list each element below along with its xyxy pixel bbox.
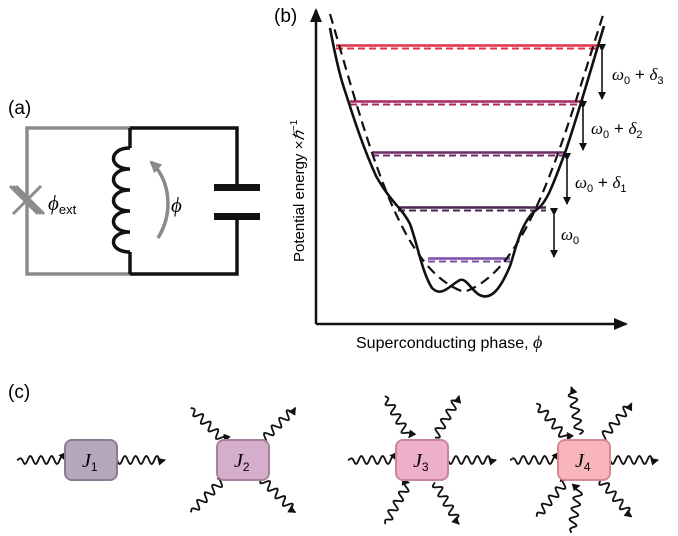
panel-b-potential: (b) Potential energy ×ℏ−1 Superconductin… — [274, 6, 664, 352]
outgoing-photon-icon — [116, 454, 166, 466]
outgoing-photon-icon — [609, 454, 659, 466]
node-box — [557, 439, 611, 481]
spacing-label-3: ω0 + δ3 — [612, 65, 664, 87]
node-box — [64, 439, 118, 481]
node-label: J4 — [575, 450, 591, 474]
node-label: J2 — [234, 450, 250, 474]
incoming-photon-icon — [384, 395, 417, 439]
incoming-photon-icon — [535, 474, 569, 518]
panel-a-circuit: (a) ϕext ϕ — [8, 98, 260, 276]
anharmonic-potential-curve — [328, 25, 606, 298]
josephson-junction-icon — [8, 184, 46, 216]
interaction-nodes: J1 J2 J3 J4 — [16, 386, 659, 534]
outgoing-photon-icon — [447, 454, 497, 466]
incoming-photon-icon — [189, 472, 226, 513]
outgoing-photon-icon — [567, 386, 585, 436]
node-j1: J1 — [16, 439, 166, 481]
y-axis-label: Potential energy ×ℏ−1 — [289, 119, 308, 262]
node-box — [216, 439, 270, 481]
outgoing-photon-icon — [434, 394, 462, 439]
incoming-photon-icon — [16, 451, 66, 466]
node-j2: J2 — [189, 406, 297, 514]
incoming-photon-icon — [509, 451, 559, 466]
energy-levels — [336, 44, 598, 263]
outgoing-photon-icon — [600, 402, 633, 442]
panel-b-label: (b) — [274, 6, 297, 27]
outgoing-photon-icon — [598, 479, 633, 518]
node-box — [395, 439, 449, 481]
spacing-label-0: ω0 — [561, 225, 579, 247]
spacing-arrows — [550, 44, 606, 258]
incoming-photon-icon — [347, 451, 397, 466]
incoming-photon-icon — [384, 477, 410, 525]
panel-c-label: (c) — [8, 382, 30, 403]
outgoing-photon-icon — [431, 481, 460, 525]
panel-a-label: (a) — [8, 98, 31, 119]
spacing-label-2: ω0 + δ2 — [591, 119, 643, 141]
phase-label: ϕ — [171, 193, 182, 217]
node-j3: J3 — [347, 394, 497, 525]
node-j4: J4 — [509, 386, 659, 534]
node-label: J3 — [413, 450, 429, 474]
capacitor-icon — [214, 184, 260, 220]
incoming-photon-icon — [535, 402, 575, 441]
incoming-photon-icon — [190, 406, 231, 443]
phase-arrow-icon — [149, 160, 170, 239]
inductor-icon — [111, 146, 131, 254]
panel-c-nodes: (c) J1 J2 J3 J4 — [8, 382, 659, 534]
spacing-labels: ω0 ω0 + δ1 ω0 + δ2 ω0 + δ3 — [561, 65, 664, 247]
lc-loop-wire — [128, 126, 239, 276]
outgoing-photon-icon — [259, 478, 297, 514]
flux-ext-label: ϕext — [48, 191, 77, 217]
spacing-label-1: ω0 + δ1 — [575, 173, 627, 195]
incoming-photon-icon — [568, 483, 583, 534]
node-label: J1 — [82, 450, 98, 474]
x-axis-label: Superconducting phase, ϕ — [356, 332, 542, 352]
outgoing-photon-icon — [261, 406, 297, 444]
